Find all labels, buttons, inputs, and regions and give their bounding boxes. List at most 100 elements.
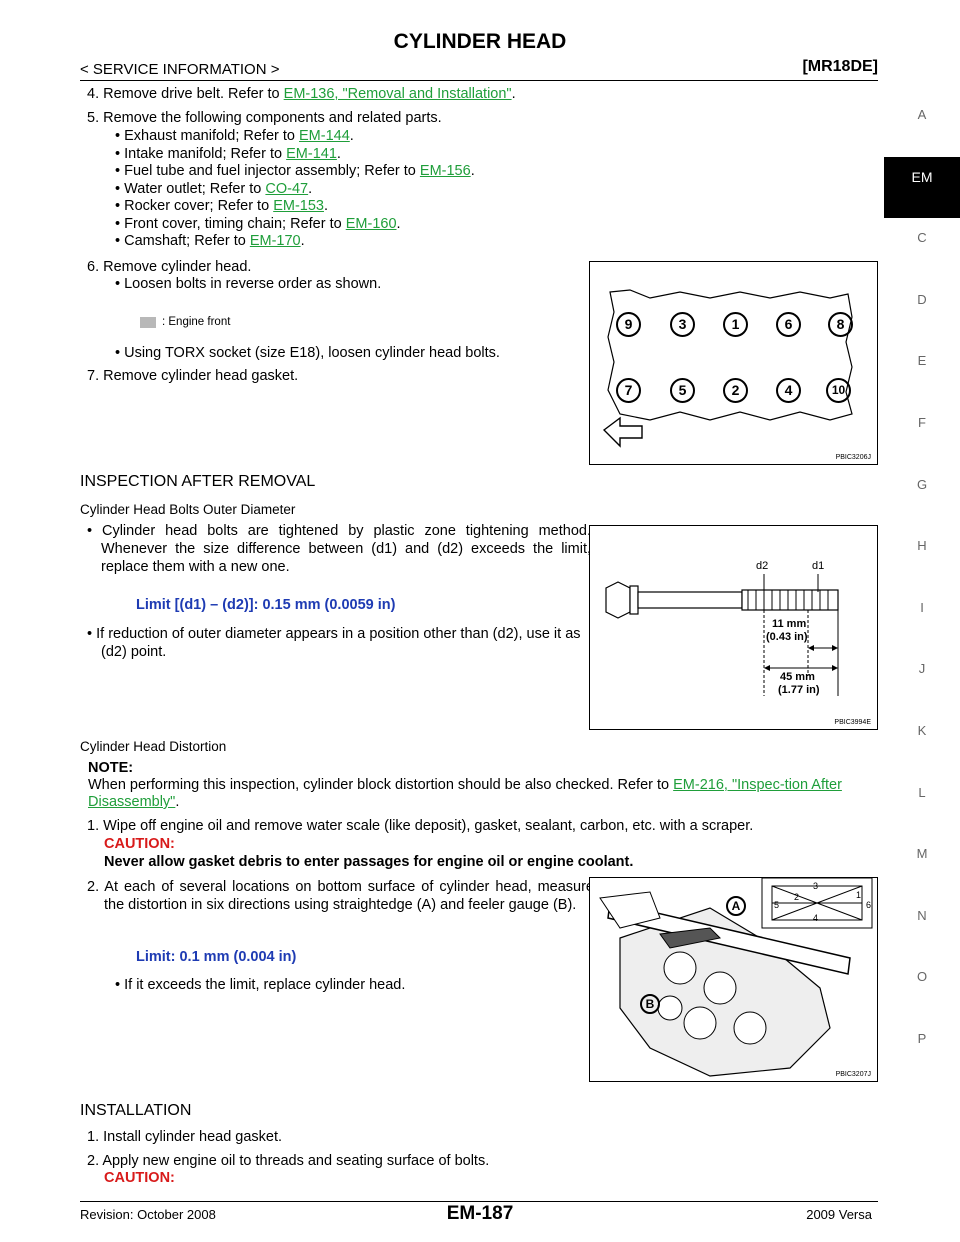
index-tab-o[interactable]: O (916, 969, 928, 985)
bolt-number: 8 (828, 312, 853, 337)
caution-text: Never allow gasket debris to enter passa… (104, 854, 634, 870)
link-em-153[interactable]: EM-153 (273, 198, 324, 214)
bolt-number: 10 (826, 378, 851, 403)
step-5-item: • Front cover, timing chain; Refer to EM… (115, 216, 401, 232)
cylinder-head-outline (602, 289, 853, 448)
bolt-diameter-figure: d2 d1 11 mm (0.43 in) 45 mm (1.77 in) PB… (589, 525, 878, 730)
index-tab-em[interactable]: EM (884, 156, 960, 219)
install-caution-label: CAUTION: (104, 1170, 175, 1186)
section-label: < SERVICE INFORMATION > (80, 61, 280, 78)
direction-number: 6 (866, 900, 872, 910)
engine-code: [MR18DE] (802, 58, 878, 75)
bolt-number: 7 (616, 378, 641, 403)
figure-code: PBIC3994E (834, 719, 871, 726)
index-tab-f[interactable]: F (918, 414, 926, 430)
engine-front-legend: : Engine front (162, 316, 231, 328)
header-rule (80, 80, 878, 81)
caution-label: CAUTION: (104, 836, 175, 852)
step-6-bullet: • Using TORX socket (size E18), loosen c… (115, 345, 500, 361)
index-tab-i[interactable]: I (920, 599, 924, 615)
page-number: EM-187 (446, 1203, 514, 1224)
index-tab-a[interactable]: A (917, 107, 927, 122)
direction-number: 1 (856, 890, 862, 900)
figure-code: PBIC3206J (835, 454, 871, 461)
distortion-step-3: • If it exceeds the limit, replace cylin… (115, 977, 406, 993)
index-tab-d[interactable]: D (917, 291, 927, 307)
bolt-number: 1 (723, 312, 748, 337)
link-co-47[interactable]: CO-47 (265, 181, 309, 197)
front-arrow-icon (602, 416, 643, 448)
index-tab-g[interactable]: G (916, 476, 928, 492)
straightedge-icon (607, 901, 851, 975)
link-em-144[interactable]: EM-144 (299, 128, 350, 144)
bolt-sequence-figure: 9 3 1 6 8 7 5 2 4 10 PBIC3206J (589, 261, 878, 465)
engine-front-swatch (140, 317, 156, 328)
dim-177in: (1.77 in) (778, 684, 820, 696)
bolt-drawing (605, 574, 839, 696)
link-em-170[interactable]: EM-170 (249, 233, 301, 249)
step-5-item: • Camshaft; Refer to EM-170. (115, 233, 305, 249)
bolt-number: 5 (670, 378, 695, 403)
direction-number: 4 (813, 913, 819, 923)
index-tab-e[interactable]: E (917, 353, 927, 369)
step-5-item: • Fuel tube and fuel injector assembly; … (115, 163, 475, 179)
index-tab-h[interactable]: H (917, 538, 927, 554)
step-5-item: • Exhaust manifold; Refer to EM-144. (115, 128, 354, 144)
bolt-number: 2 (723, 378, 748, 403)
label-a-icon: A (726, 896, 746, 916)
step-6-bullet: • Loosen bolts in reverse order as shown… (115, 276, 382, 292)
install-step-2: 2. Apply new engine oil to threads and s… (87, 1153, 490, 1169)
footer-rule (80, 1201, 878, 1202)
bolt-number: 4 (776, 378, 801, 403)
direction-number: 5 (774, 900, 780, 910)
step-5-item: • Rocker cover; Refer to EM-153. (115, 198, 328, 214)
bolt-number: 9 (616, 312, 641, 337)
bolt-number: 3 (670, 312, 695, 337)
bolt-diameter-limit: Limit [(d1) – (d2)]: 0.15 mm (0.0059 in) (136, 597, 396, 613)
page-title: CYLINDER HEAD (393, 30, 567, 53)
distortion-step-2: 2. At each of several locations on botto… (87, 879, 594, 913)
link-em-156[interactable]: EM-156 (419, 163, 471, 179)
step-5: 5. Remove the following components and r… (87, 110, 442, 126)
label-b-icon: B (640, 994, 660, 1014)
step-7: 7. Remove cylinder head gasket. (87, 368, 299, 384)
index-tab-l[interactable]: L (918, 784, 926, 800)
note-text: When performing this inspection, cylinde… (88, 777, 842, 810)
index-tab-k[interactable]: K (917, 722, 927, 738)
install-step-1: 1. Install cylinder head gasket. (87, 1129, 283, 1145)
installation-heading: INSTALLATION (80, 1102, 192, 1119)
note-label: NOTE: (88, 760, 134, 776)
index-tab-n[interactable]: N (917, 907, 927, 923)
model-year: 2009 Versa (806, 1207, 872, 1222)
distortion-subheading: Cylinder Head Distortion (80, 739, 227, 754)
step-6: 6. Remove cylinder head. (87, 259, 252, 275)
index-tab-m[interactable]: M (916, 846, 928, 862)
inspection-heading: INSPECTION AFTER REMOVAL (80, 473, 316, 490)
distortion-figure: A B 1 2 3 4 5 6 PBIC3207J (589, 877, 878, 1082)
index-tab-j[interactable]: J (918, 661, 926, 677)
step-4: 4. Remove drive belt. Refer to EM-136, "… (87, 86, 516, 102)
dim-45mm: 45 mm (780, 671, 815, 683)
revision-date: Revision: October 2008 (80, 1207, 216, 1222)
feeler-gauge-icon (659, 927, 722, 949)
step-5-item: • Water outlet; Refer to CO-47. (115, 181, 313, 197)
step-5-item: • Intake manifold; Refer to EM-141. (115, 146, 341, 162)
bolt-number: 6 (776, 312, 801, 337)
index-tab-c[interactable]: C (917, 230, 927, 246)
bolt-diameter-text: • Cylinder head bolts are tightened by p… (87, 523, 591, 575)
link-em-160[interactable]: EM-160 (345, 216, 397, 232)
bolt-diameter-subheading: Cylinder Head Bolts Outer Diameter (80, 502, 296, 517)
link-em-141[interactable]: EM-141 (286, 146, 337, 162)
cylinder-head-drawing (599, 878, 873, 1077)
distortion-step-1: 1. Wipe off engine oil and remove water … (87, 818, 754, 834)
dim-11mm: 11 mm (772, 618, 807, 630)
link-em-136[interactable]: EM-136, "Removal and Installation" (283, 86, 512, 102)
hand-icon (599, 891, 661, 929)
dim-043in: (0.43 in) (766, 631, 808, 643)
link-em-216[interactable]: EM-216, "Inspec-tion After Disassembly" (88, 777, 842, 810)
index-tab-p[interactable]: P (917, 1030, 927, 1046)
figure-code: PBIC3207J (835, 1071, 871, 1078)
section-index: A EM C D E F G H I J K L M N O P (884, 95, 960, 1081)
direction-number: 3 (813, 881, 819, 891)
d1-label: d1 (812, 560, 825, 572)
